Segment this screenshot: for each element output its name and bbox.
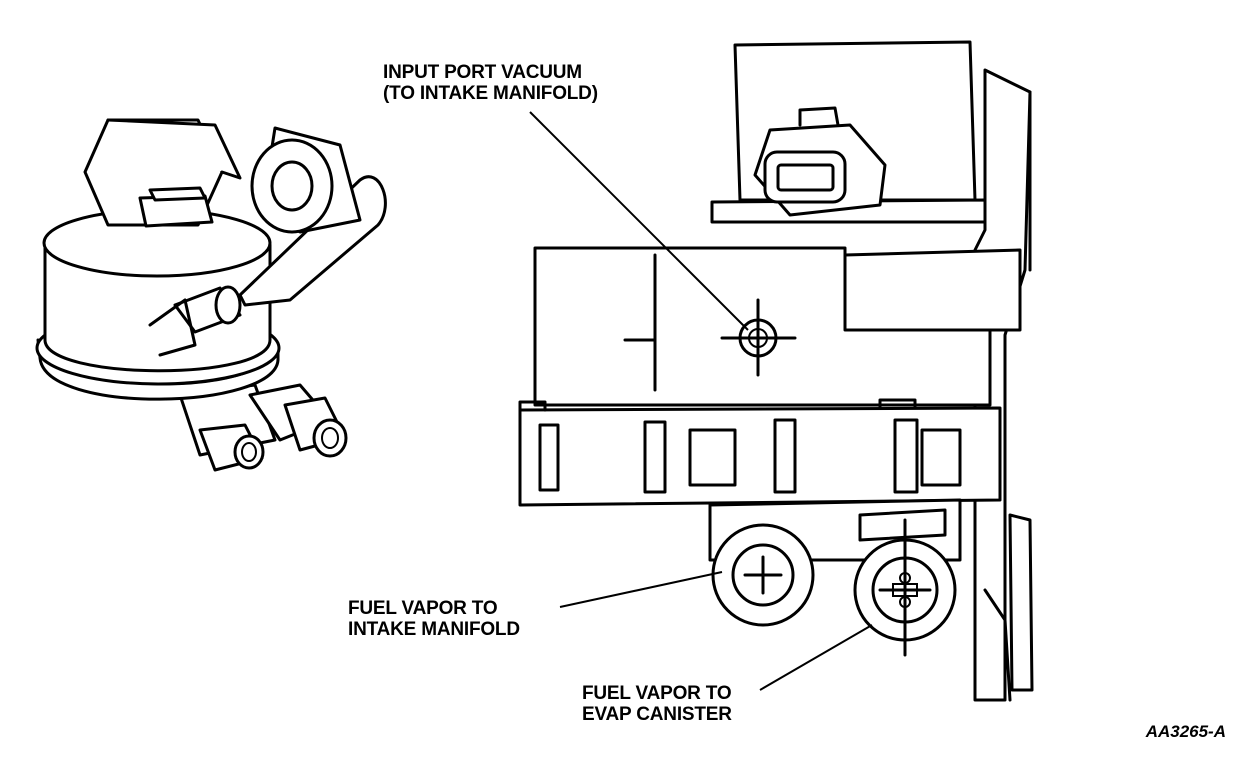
label-line: EVAP CANISTER (582, 704, 732, 725)
lower-hose-fittings (178, 383, 348, 472)
port-fuel-vapor-intake (711, 523, 815, 627)
label-input-port-vacuum: INPUT PORT VACUUM (TO INTAKE MANIFOLD) (383, 62, 598, 104)
port-fuel-vapor-evap (853, 508, 957, 657)
front-electrical-connector (753, 106, 887, 217)
valve-body (43, 243, 272, 373)
label-line: FUEL VAPOR TO (582, 683, 732, 704)
valve-perspective-view (35, 118, 387, 472)
leader-input-port (529, 111, 749, 331)
housing-lower-rail (518, 406, 1002, 507)
valve-mounting-bracket (238, 126, 387, 307)
label-line: FUEL VAPOR TO (348, 598, 498, 619)
input-port-vacuum (720, 298, 797, 377)
label-fuel-vapor-evap: FUEL VAPOR TO EVAP CANISTER (582, 683, 732, 725)
valve-front-view (518, 40, 1034, 702)
housing-side-bracket (973, 68, 1032, 702)
valve-electrical-connector (83, 118, 242, 228)
label-fuel-vapor-intake: FUEL VAPOR TO INTAKE MANIFOLD (348, 598, 520, 640)
leader-fuel-vapor-evap (759, 624, 873, 691)
label-line: INTAKE MANIFOLD (348, 619, 520, 640)
leader-lines (529, 111, 873, 691)
valve-side-nipple (148, 285, 242, 357)
figure-id: AA3265-A (1145, 722, 1226, 741)
label-line: INPUT PORT VACUUM (383, 62, 582, 83)
leader-fuel-vapor-intake (559, 571, 723, 608)
label-line: (TO INTAKE MANIFOLD) (383, 83, 598, 104)
